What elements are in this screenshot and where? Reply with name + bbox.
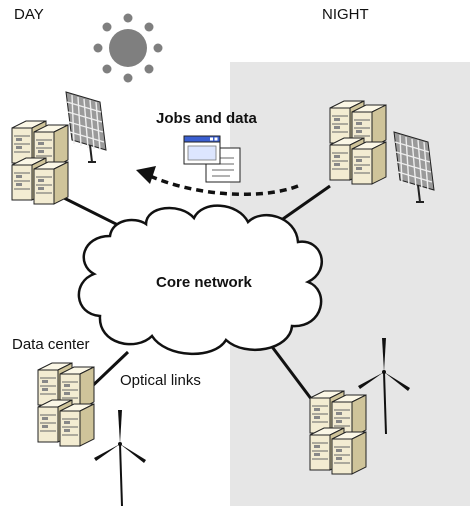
data-center-label: Data center — [12, 336, 90, 353]
night-label: NIGHT — [322, 6, 369, 23]
migration-arrow — [136, 166, 299, 197]
document-window-icon — [183, 135, 241, 183]
wind-turbine-icon — [93, 409, 147, 507]
solar-panel-icon — [393, 131, 435, 203]
server-rack-icon — [310, 391, 366, 474]
core-network-label: Core network — [156, 274, 252, 291]
solar-panel-icon — [65, 91, 107, 163]
cloud-icon — [77, 204, 323, 355]
jobs-and-data-label: Jobs and data — [156, 110, 257, 127]
optical-links-label: Optical links — [120, 372, 201, 389]
server-rack-icon — [38, 363, 94, 446]
day-label: DAY — [14, 6, 44, 23]
server-rack-icon — [12, 121, 68, 204]
sun-icon — [93, 13, 163, 83]
server-rack-icon — [330, 101, 386, 184]
